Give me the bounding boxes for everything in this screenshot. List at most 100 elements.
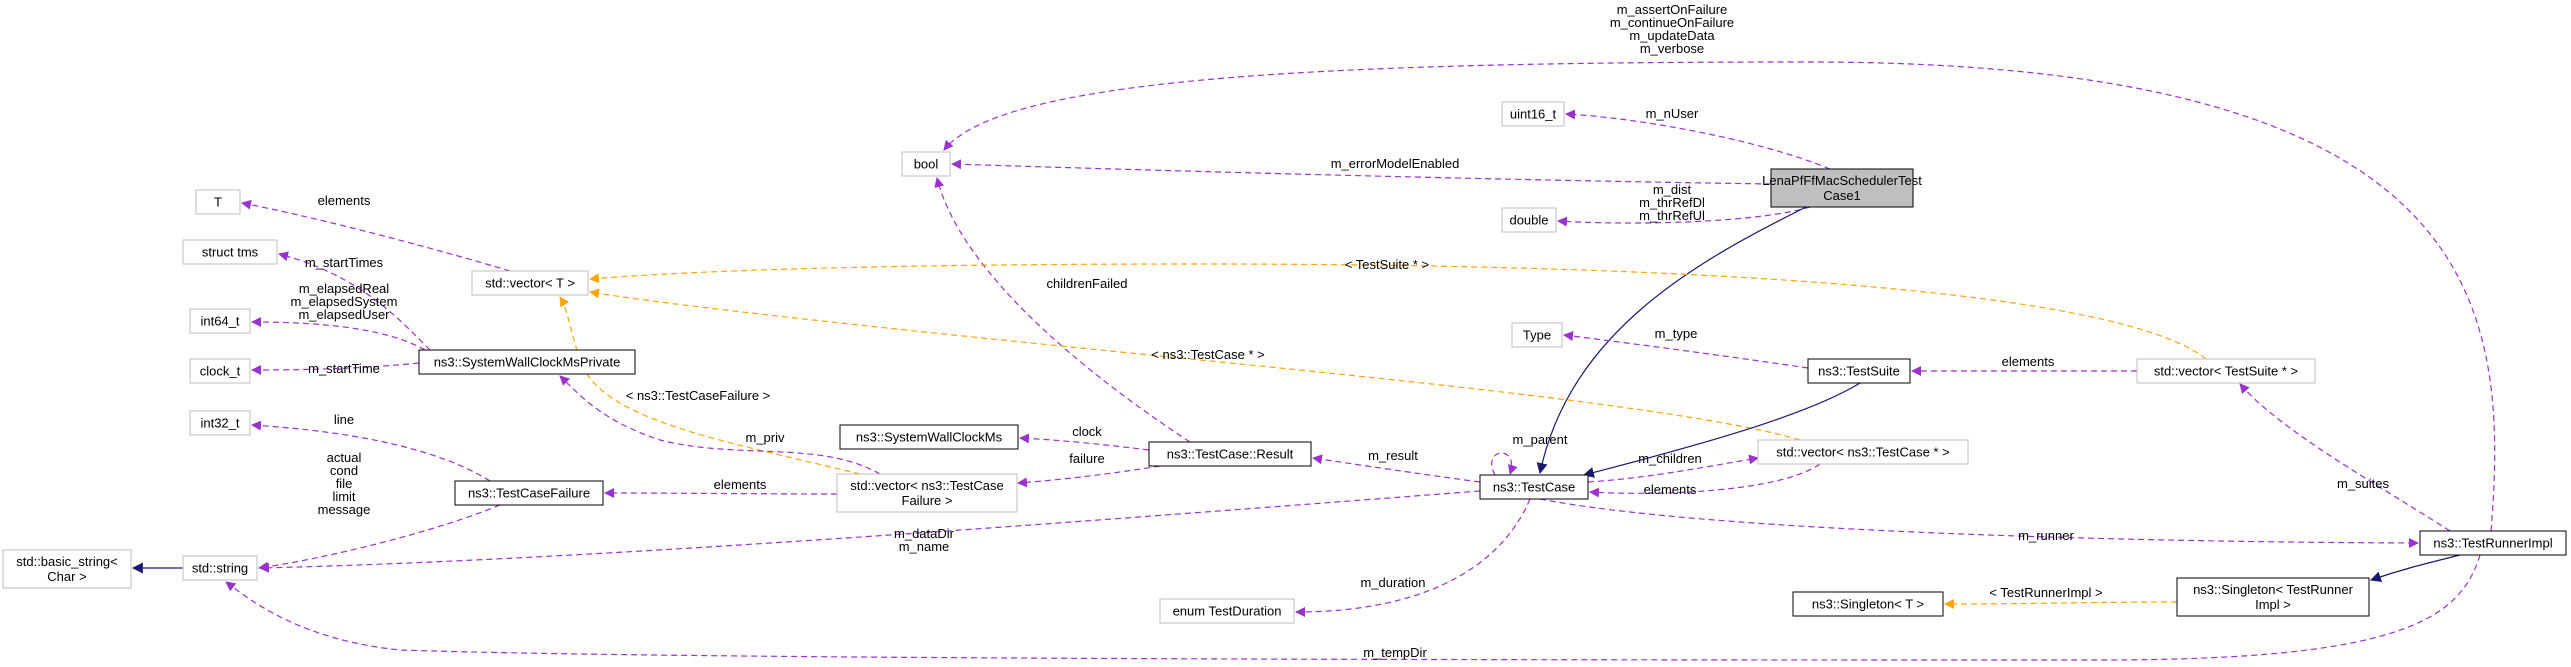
- edge-label: m_type: [1655, 326, 1698, 341]
- line-edge: line: [251, 412, 491, 482]
- edge-label: m_duration: [1360, 575, 1425, 590]
- node-int64-t: int64_t: [189, 308, 251, 334]
- edge-label: m_children: [1638, 451, 1702, 466]
- edge-label: m_elapsedUser: [298, 307, 390, 322]
- node-box: [195, 189, 241, 215]
- node-label: ns3::TestCase: [1493, 480, 1575, 495]
- edge-label: elements: [318, 193, 371, 208]
- node-test-case-failure[interactable]: ns3::TestCaseFailure: [454, 480, 604, 506]
- node-label: int32_t: [200, 416, 239, 431]
- node-vector-test-suite-ptr: std::vector< TestSuite * >: [2136, 358, 2316, 384]
- edge-label: m_tempDir: [1363, 645, 1427, 660]
- edge-label: m_result: [1368, 448, 1418, 463]
- node-system-wall-clock-ms[interactable]: ns3::SystemWallClockMs: [839, 424, 1019, 450]
- node-test-suite[interactable]: ns3::TestSuite: [1807, 358, 1911, 384]
- node-label: LenaPfFfMacSchedulerTest: [1762, 173, 1922, 188]
- node-label: ns3::SystemWallClockMsPrivate: [434, 355, 621, 370]
- elements-suite-edge: elements: [1911, 354, 2137, 376]
- member-relation-line: [1557, 206, 1811, 227]
- member-relation-line: [559, 375, 881, 475]
- edge-label: m_errorModelEnabled: [1331, 156, 1460, 171]
- node-box: [2419, 530, 2567, 556]
- error-model-edge: m_errorModelEnabled: [951, 156, 1772, 185]
- member-relation-line: [1563, 331, 1809, 369]
- node-test-case[interactable]: ns3::TestCase: [1479, 474, 1589, 500]
- node-label: ns3::Singleton< T >: [1812, 597, 1924, 612]
- template-relation-line: [589, 263, 2207, 360]
- start-time-edge: m_startTime: [251, 361, 420, 376]
- edge-label: elements: [714, 477, 767, 492]
- member-relation-line: [1017, 465, 1161, 488]
- node-label: int64_t: [200, 314, 239, 329]
- node-label: std::vector< T >: [485, 276, 575, 291]
- node-box: [182, 239, 278, 265]
- edge-label: line: [334, 412, 354, 427]
- edge-label: m_parent: [1513, 432, 1568, 447]
- node-label: T: [214, 195, 222, 210]
- edge-label: m_dataDir: [894, 526, 955, 541]
- node-label: ns3::TestCase::Result: [1167, 447, 1294, 462]
- node-uint16-t: uint16_t: [1501, 101, 1565, 127]
- node-singleton-t[interactable]: ns3::Singleton< T >: [1792, 591, 1944, 617]
- node-box: [1807, 358, 1911, 384]
- nuser-edge: m_nUser: [1565, 106, 1831, 170]
- node-singleton-test-runner-impl[interactable]: ns3::Singleton< TestRunnerImpl >: [2176, 577, 2370, 617]
- children-failed-edge: childrenFailed: [934, 177, 1191, 443]
- member-relation-line: [225, 554, 2481, 661]
- node-label: Failure >: [902, 493, 953, 508]
- member-relation-line: [1587, 454, 1759, 483]
- edge-label: childrenFailed: [1047, 276, 1128, 291]
- member-relation-line: [1491, 452, 1518, 476]
- node-label: clock_t: [200, 364, 241, 379]
- children-edge: m_children: [1587, 451, 1759, 483]
- node-label: ns3::TestSuite: [1818, 364, 1900, 379]
- member-relation-line: [251, 420, 491, 482]
- start-times-edge: m_startTimes: [278, 251, 431, 351]
- node-label: ns3::TestRunnerImpl: [2433, 536, 2552, 551]
- template-relation-line: [559, 296, 861, 475]
- node-box: [1770, 168, 1914, 208]
- node-box: [189, 358, 251, 384]
- edge-label: < TestSuite * >: [1345, 257, 1429, 272]
- node-test-case-result[interactable]: ns3::TestCase::Result: [1148, 441, 1312, 467]
- node-box: [1501, 207, 1557, 233]
- member-relation-line: [1565, 109, 1831, 170]
- assert-flags-edge: m_assertOnFailurem_continueOnFailurem_up…: [943, 2, 2496, 532]
- node-vector-test-case-ptr: std::vector< ns3::TestCase * >: [1757, 439, 1969, 465]
- node-label: std::vector< TestSuite * >: [2154, 364, 2298, 379]
- node-box: [189, 410, 251, 436]
- edge-label: file: [336, 476, 353, 491]
- member-relation-line: [943, 61, 2496, 532]
- edge-label: elements: [1644, 482, 1697, 497]
- edge-label: m_updateData: [1629, 28, 1715, 43]
- node-test-runner-impl[interactable]: ns3::TestRunnerImpl: [2419, 530, 2567, 556]
- node-bool: bool: [901, 151, 951, 177]
- member-relation-line: [934, 177, 1191, 443]
- node-label: Type: [1523, 328, 1551, 343]
- node-box: [839, 424, 1019, 450]
- member-relation-line: [1019, 433, 1150, 451]
- template-relation-line: [1944, 598, 2178, 609]
- parent-edge: m_parent: [1491, 432, 1568, 476]
- node-label: Case1: [1823, 188, 1861, 203]
- tpl-testcase-edge: < ns3::TestCase * >: [589, 288, 1801, 441]
- member-relation-line: [259, 490, 1481, 573]
- node-box: [836, 473, 1018, 513]
- runner-inherit-edge: [2369, 554, 2461, 582]
- edge-label: m_nUser: [1646, 106, 1699, 121]
- node-box: [1159, 598, 1295, 624]
- elements-testcase-edge: elements: [1589, 463, 1821, 498]
- inherit-relation-line: [1536, 206, 1807, 475]
- node-box: [1511, 322, 1563, 348]
- inherit-relation-line: [1582, 382, 1861, 478]
- node-system-wall-clock-ms-private[interactable]: ns3::SystemWallClockMsPrivate: [418, 349, 636, 375]
- failure-edge: failure: [1017, 451, 1161, 488]
- node-label: std::vector< ns3::TestCase: [850, 478, 1004, 493]
- edge-label: m_priv: [745, 430, 785, 445]
- tpl-failure-edge: < ns3::TestCaseFailure >: [559, 296, 861, 475]
